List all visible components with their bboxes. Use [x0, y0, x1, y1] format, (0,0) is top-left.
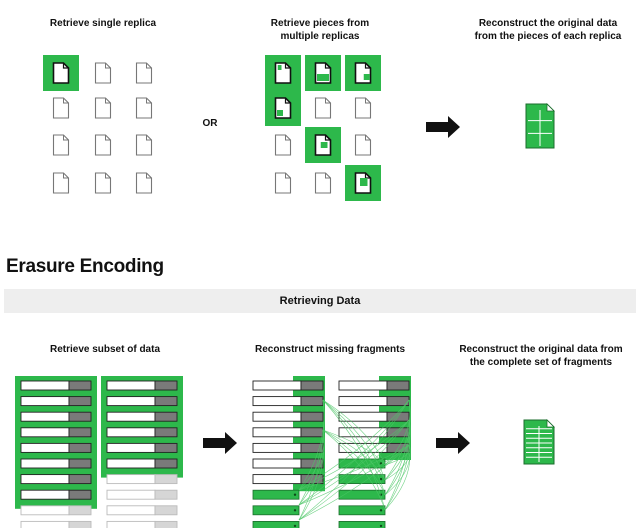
- fragment: [252, 380, 324, 391]
- fragment: [252, 442, 324, 453]
- document-icon: [265, 90, 301, 126]
- step1-caption: Retrieve single replica: [49, 18, 157, 29]
- arrow-right-icon: [426, 116, 460, 138]
- document-icon: [314, 172, 332, 194]
- document-icon: [314, 97, 332, 119]
- document-icon: [94, 134, 112, 156]
- erasure-step2-caption: Reconstruct missing fragments: [254, 344, 406, 355]
- document-icon: [94, 62, 112, 84]
- document-icon: [52, 134, 70, 156]
- document-icon: [345, 55, 381, 91]
- document-icon: [354, 97, 372, 119]
- fragment: [20, 520, 92, 528]
- fragment: [338, 380, 410, 391]
- fragment: [106, 427, 178, 438]
- spreadsheet-icon: [523, 419, 555, 465]
- document-icon: [94, 97, 112, 119]
- arrow-right-icon: [436, 432, 470, 454]
- erasure-step3-caption: Reconstruct the original data from the c…: [459, 344, 623, 368]
- fragment: [252, 411, 324, 422]
- retrieved-column-a: [15, 376, 97, 509]
- fragment: [106, 474, 178, 485]
- document-icon: [52, 172, 70, 194]
- document-icon: [274, 134, 292, 156]
- document-icon: [135, 134, 153, 156]
- fragment: [252, 505, 300, 516]
- arrow-right-icon: [203, 432, 237, 454]
- fragment: [20, 396, 92, 407]
- fragment: [20, 458, 92, 469]
- document-icon: [135, 62, 153, 84]
- retrieving-data-bar: Retrieving Data: [4, 289, 636, 313]
- fragment: [252, 396, 324, 407]
- fragment: [106, 396, 178, 407]
- document-icon: [43, 55, 79, 91]
- fragment: [106, 489, 178, 500]
- fragment: [20, 474, 92, 485]
- fragment: [20, 427, 92, 438]
- step2-caption: Retrieve pieces from multiple replicas: [270, 18, 370, 42]
- step3-caption: Reconstruct the original data from the p…: [474, 18, 622, 42]
- fragment: [252, 489, 300, 500]
- document-icon: [52, 97, 70, 119]
- document-icon: [345, 165, 381, 201]
- document-icon: [135, 172, 153, 194]
- document-icon: [274, 172, 292, 194]
- erasure-step1-caption: Retrieve subset of data: [49, 344, 161, 355]
- document-icon: [135, 97, 153, 119]
- spreadsheet-icon: [525, 103, 555, 149]
- fragment: [20, 505, 92, 516]
- reconstruction-lines: [298, 399, 411, 521]
- fragment: [20, 380, 92, 391]
- fragment: [252, 458, 324, 469]
- document-icon: [305, 55, 341, 91]
- fragment: [106, 505, 178, 516]
- fragment: [106, 380, 178, 391]
- fragment: [338, 505, 386, 516]
- fragment: [338, 521, 386, 528]
- fragment: [106, 458, 178, 469]
- fragment: [338, 489, 386, 500]
- document-icon: [305, 127, 341, 163]
- fragment: [252, 521, 300, 528]
- fragment: [252, 474, 324, 485]
- fragment: [20, 442, 92, 453]
- fragment: [106, 442, 178, 453]
- document-icon: [265, 55, 301, 91]
- fragment: [20, 489, 92, 500]
- or-label: OR: [202, 118, 218, 129]
- fragment: [20, 411, 92, 422]
- document-icon: [94, 172, 112, 194]
- fragment: [106, 411, 178, 422]
- section-heading: Erasure Encoding: [6, 256, 164, 277]
- fragment: [106, 520, 178, 528]
- fragment: [338, 396, 410, 407]
- fragment: [252, 427, 324, 438]
- document-icon: [354, 134, 372, 156]
